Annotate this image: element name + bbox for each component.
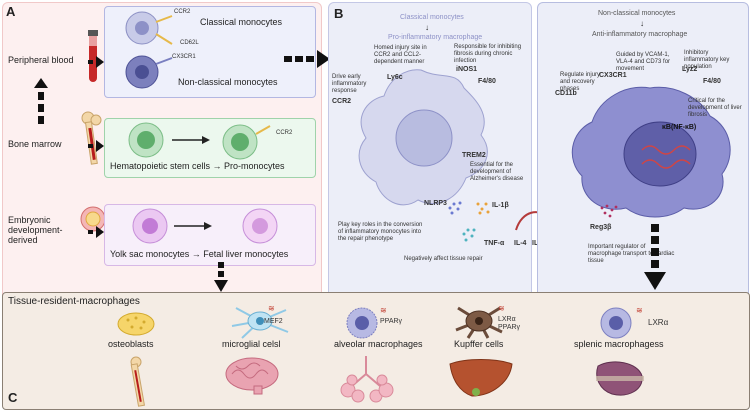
- arrow-blood-to-monocytes: [88, 56, 104, 68]
- marker-reg3b: Reg3β: [590, 224, 612, 231]
- cell-osteoblasts: osteoblasts: [108, 339, 154, 349]
- microglia-icon: [231, 307, 289, 339]
- marker-ccr2-b: CCR2: [332, 98, 352, 105]
- marker-ccr2: CCR2: [174, 9, 191, 15]
- spleen-icon: [596, 361, 644, 396]
- lyz2-note: Inhibitory inflammatory key population: [684, 50, 730, 70]
- hsc-marker-ccr2: CCR2: [276, 130, 293, 136]
- reg3b-note: Important regulator of macrophage transp…: [588, 244, 675, 264]
- panel-a-letter: A: [6, 4, 16, 19]
- liver-icon: [449, 359, 513, 397]
- ly6c-note: Homed injury site in CCR2 and CCL2-depen…: [374, 45, 427, 65]
- panel-r-title: Non-classical monocytes: [598, 10, 676, 17]
- marker-inos1: iNOS1: [456, 66, 478, 73]
- marker-cx3cr1-r: CX3CR1: [599, 72, 627, 79]
- arrow-bone-to-hsc: [88, 140, 104, 152]
- panel-b-title: Classical monocytes: [400, 14, 464, 21]
- pro-inflammatory-macrophage-cell: [358, 69, 488, 206]
- bone-icon: [81, 111, 102, 165]
- cell-kupffer: Kupffer cells: [454, 339, 504, 349]
- classical-monocytes-label: Classical monocytes: [200, 17, 283, 27]
- marker-ly6c: Ly6c: [387, 74, 403, 81]
- cd11b-note: Regulate injury and recovery phases: [560, 72, 601, 92]
- kupffer-cell-icon: [455, 306, 503, 339]
- source-embryonic: Embryonic development-derived: [8, 215, 63, 245]
- dna-icon-2: ≋: [380, 306, 387, 315]
- blood-tube-icon: [88, 30, 98, 82]
- gene-mef2: MEF2: [264, 318, 283, 325]
- f480-note-r: Critical for the development of liver fi…: [688, 98, 742, 118]
- marker-trem2: TREM2: [462, 152, 486, 159]
- marker-f480-r: F4/80: [703, 78, 721, 85]
- panel-c-title: Tissue-resident-macrophages: [8, 296, 140, 307]
- hsc-label: Hematopoietic stem cells → Pro-monocytes: [110, 161, 285, 171]
- panel-b-letter: B: [334, 6, 344, 21]
- arrow-a-to-b: [284, 50, 330, 68]
- inos1-note: Responsible for inhibiting fibrosis duri…: [454, 44, 522, 64]
- panel-r-subtitle: Anti-inflammatory macrophage: [592, 31, 688, 38]
- dna-icon-4: ≋: [636, 306, 643, 315]
- yolk-label: Yolk sac monocytes → Fetal liver monocyt…: [110, 249, 289, 259]
- cell-alveolar: alveolar macrophages: [334, 339, 423, 349]
- arrow-r-to-c: [644, 224, 666, 290]
- source-bone-marrow: Bone marrow: [8, 139, 62, 149]
- panel-b-down-arrow: ↓: [425, 23, 429, 32]
- dna-icon-3: ≋: [498, 304, 505, 313]
- nonclassical-monocytes-label: Non-classical monocytes: [178, 77, 278, 87]
- marker-lyz2: Lyz2: [682, 66, 698, 73]
- embryo-icon: [80, 206, 106, 232]
- marker-cd11b: CD11b: [555, 90, 577, 97]
- reg3b-dots: [600, 204, 618, 218]
- cytokine-il1b: IL-1β: [492, 202, 509, 209]
- cytokine-tnfa: TNF-α: [484, 240, 505, 247]
- arrow-embryo-to-yolk: [88, 226, 104, 238]
- yolk-illustration: [132, 208, 278, 244]
- arrow-bone-to-blood: [34, 78, 48, 124]
- arrow-a-to-c: [214, 262, 228, 292]
- bone-tissue-icon: [130, 356, 146, 407]
- splenic-macrophage-icon: [600, 307, 632, 339]
- panel-b-subtitle: Pro-inflammatory macrophage: [388, 34, 483, 41]
- alveolar-macrophage-icon: [346, 307, 378, 339]
- tnf-note: Negatively affect tissue repair: [404, 256, 483, 262]
- cytokine-nlrp3: NLRP3: [424, 200, 447, 207]
- dna-icon-1: ≋: [268, 304, 275, 313]
- hsc-illustration: [128, 122, 271, 160]
- marker-cd62l: CD62L: [180, 40, 199, 46]
- panel-c-letter: C: [8, 390, 18, 405]
- conversion-note: Play key roles in the conversion of infl…: [338, 222, 423, 242]
- trem2-note: Essential for the development of Alzheim…: [470, 162, 524, 182]
- monocyte-cells-illustration: [125, 11, 173, 89]
- cytokine-clusters: [448, 201, 490, 242]
- ccr2-note: Drive early inflammatory response: [332, 74, 367, 94]
- marker-nfkb: κB(NF-κB): [662, 124, 697, 131]
- anti-inflammatory-macrophage-cell: [571, 86, 731, 218]
- cx3cr1-note: Guided by VCAM-1, VLA-4 and CD73 for mov…: [616, 52, 671, 72]
- lung-icon: [340, 356, 394, 403]
- gene-ppar-alveolar: PPARγ: [380, 318, 403, 325]
- cell-splenic: splenic macrophagess: [574, 339, 664, 349]
- source-peripheral-blood: Peripheral blood: [8, 55, 74, 65]
- marker-cx3cr1: CX3CR1: [172, 54, 196, 60]
- gene-kupffer: LXRα PPARγ: [498, 316, 521, 332]
- osteoblast-icon: [117, 312, 155, 336]
- panel-r-down-arrow: ↓: [640, 19, 644, 28]
- marker-f480-b: F4/80: [478, 78, 496, 85]
- cytokine-il4: IL-4: [514, 240, 527, 247]
- gene-splenic: LXRα: [648, 318, 669, 327]
- cell-microglial: microglial celsl: [222, 339, 281, 349]
- brain-icon: [225, 357, 279, 395]
